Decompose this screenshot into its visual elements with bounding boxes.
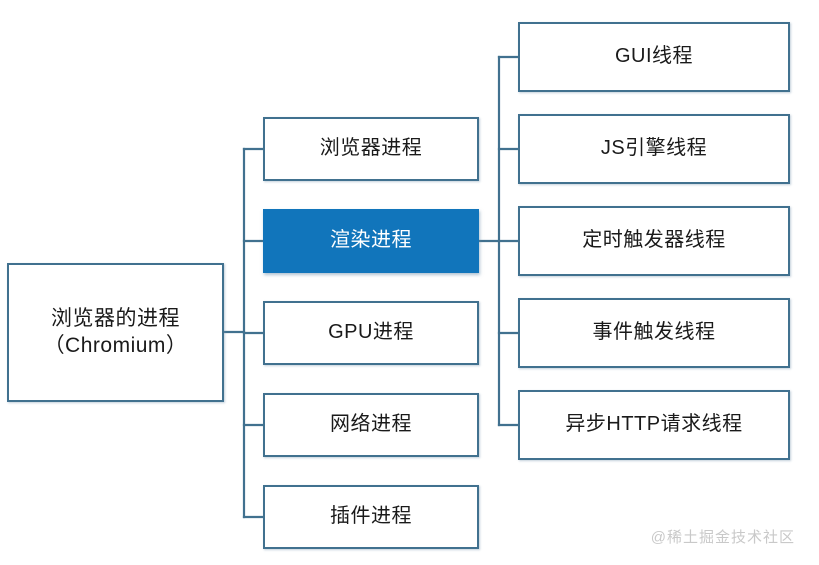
node-thread-timer-label: 定时触发器线程 <box>582 229 726 252</box>
node-thread-event-trigger-label: 事件触发线程 <box>592 321 716 344</box>
watermark: @稀土掘金技术社区 <box>650 529 795 546</box>
node-thread-async-http-label: 异步HTTP请求线程 <box>565 413 743 436</box>
node-process-gpu[interactable]: GPU进程 <box>263 301 479 365</box>
node-process-browser[interactable]: 浏览器进程 <box>263 117 479 181</box>
node-thread-async-http[interactable]: 异步HTTP请求线程 <box>518 390 790 460</box>
node-process-gpu-label: GPU进程 <box>328 321 414 344</box>
node-process-browser-label: 浏览器进程 <box>319 137 423 160</box>
node-thread-gui[interactable]: GUI线程 <box>518 22 790 92</box>
node-process-renderer-label: 渲染进程 <box>330 229 412 252</box>
node-process-plugin[interactable]: 插件进程 <box>263 485 479 549</box>
node-process-network-label: 网络进程 <box>330 413 412 436</box>
node-thread-js-engine[interactable]: JS引擎线程 <box>518 114 790 184</box>
node-root-label: 浏览器的进程 （Chromium） <box>43 306 188 357</box>
node-root-browser-processes[interactable]: 浏览器的进程 （Chromium） <box>7 263 224 402</box>
node-thread-js-engine-label: JS引擎线程 <box>600 137 708 160</box>
node-thread-gui-label: GUI线程 <box>614 45 694 68</box>
node-thread-event-trigger[interactable]: 事件触发线程 <box>518 298 790 368</box>
node-process-network[interactable]: 网络进程 <box>263 393 479 457</box>
node-process-plugin-label: 插件进程 <box>330 505 412 528</box>
node-thread-timer[interactable]: 定时触发器线程 <box>518 206 790 276</box>
node-process-renderer[interactable]: 渲染进程 <box>263 209 479 273</box>
